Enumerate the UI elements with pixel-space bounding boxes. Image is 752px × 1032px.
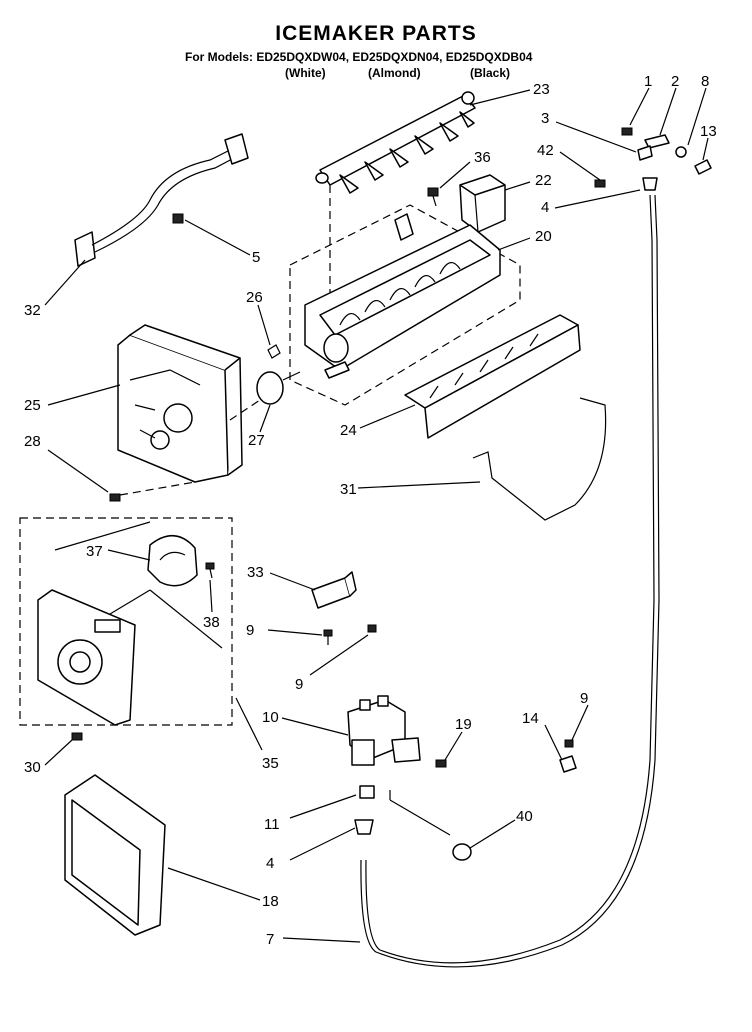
callout-42: 42 (537, 142, 554, 159)
callout-1: 1 (644, 73, 652, 90)
callout-5: 5 (252, 249, 260, 266)
part-27-thermostat (256, 371, 301, 405)
callout-4-upper: 4 (541, 199, 549, 216)
callout-23: 23 (533, 81, 550, 98)
callout-32: 32 (24, 302, 41, 319)
callout-30: 30 (24, 759, 41, 776)
variant-black: (Black) (470, 66, 511, 80)
part-18-cover (64, 774, 166, 936)
callout-2: 2 (671, 73, 679, 90)
callout-20: 20 (535, 228, 552, 245)
callout-25: 25 (24, 397, 41, 414)
part-23-fill-cup (315, 91, 476, 194)
callout-3: 3 (541, 110, 549, 127)
callout-19: 19 (455, 716, 472, 733)
callout-14: 14 (522, 710, 539, 727)
part-35-module-assembly (19, 517, 233, 726)
callout-33: 33 (247, 564, 264, 581)
part-5-clip (172, 213, 184, 224)
part-37-motor (147, 535, 198, 587)
callout-22: 22 (535, 172, 552, 189)
part-19-screw (435, 759, 447, 768)
diagram-title: ICEMAKER PARTS (275, 22, 477, 45)
callout-40: 40 (516, 808, 533, 825)
callout-38: 38 (203, 614, 220, 631)
part-32-wire-harness (74, 133, 249, 267)
callout-labels: 1 2 8 13 3 42 4 23 36 22 20 5 32 26 25 2… (24, 73, 717, 948)
water-line-tube (365, 194, 655, 964)
part-22-bracket (459, 174, 506, 233)
part-36-screw (427, 187, 439, 207)
part-31-feeler-arm (472, 397, 607, 521)
callout-24: 24 (340, 422, 357, 439)
variant-almond: (Almond) (368, 66, 421, 80)
part-4-ferrule-lower (354, 819, 374, 835)
callout-36: 36 (474, 149, 491, 166)
part-40-nut (452, 843, 472, 861)
callout-28: 28 (24, 433, 41, 450)
part-28-screw (109, 493, 121, 502)
part-11-nut (359, 785, 375, 799)
callout-7: 7 (266, 931, 274, 948)
callout-9-right: 9 (580, 690, 588, 707)
part-25-control-housing (117, 324, 243, 483)
callout-4-lower: 4 (266, 855, 274, 872)
callout-27: 27 (248, 432, 265, 449)
part-24-ejector-bar (404, 314, 581, 439)
part-30-screw (71, 732, 83, 741)
callout-18: 18 (262, 893, 279, 910)
part-14-clamp (559, 755, 577, 773)
callout-9-left: 9 (246, 622, 254, 639)
callout-10: 10 (262, 709, 279, 726)
callout-26: 26 (246, 289, 263, 306)
part-33-bracket (311, 571, 357, 609)
callout-8: 8 (701, 73, 709, 90)
callout-13: 13 (700, 123, 717, 140)
callout-37: 37 (86, 543, 103, 560)
module-plate (37, 589, 136, 726)
models-line: For Models: ED25DQXDW04, ED25DQXDN04, ED… (185, 50, 533, 64)
callout-31: 31 (340, 481, 357, 498)
variant-white: (White) (285, 66, 326, 80)
inlet-fittings (594, 127, 712, 191)
part-26-spring (267, 344, 281, 359)
part-38-screw (205, 562, 215, 579)
part-9-screws (323, 624, 574, 748)
callout-11: 11 (264, 816, 280, 833)
part-20-icemaker-mold (304, 213, 501, 379)
leader-lines (44, 87, 709, 943)
callout-9-middle: 9 (295, 676, 303, 693)
callout-35: 35 (262, 755, 279, 772)
part-10-water-valve (347, 695, 421, 766)
